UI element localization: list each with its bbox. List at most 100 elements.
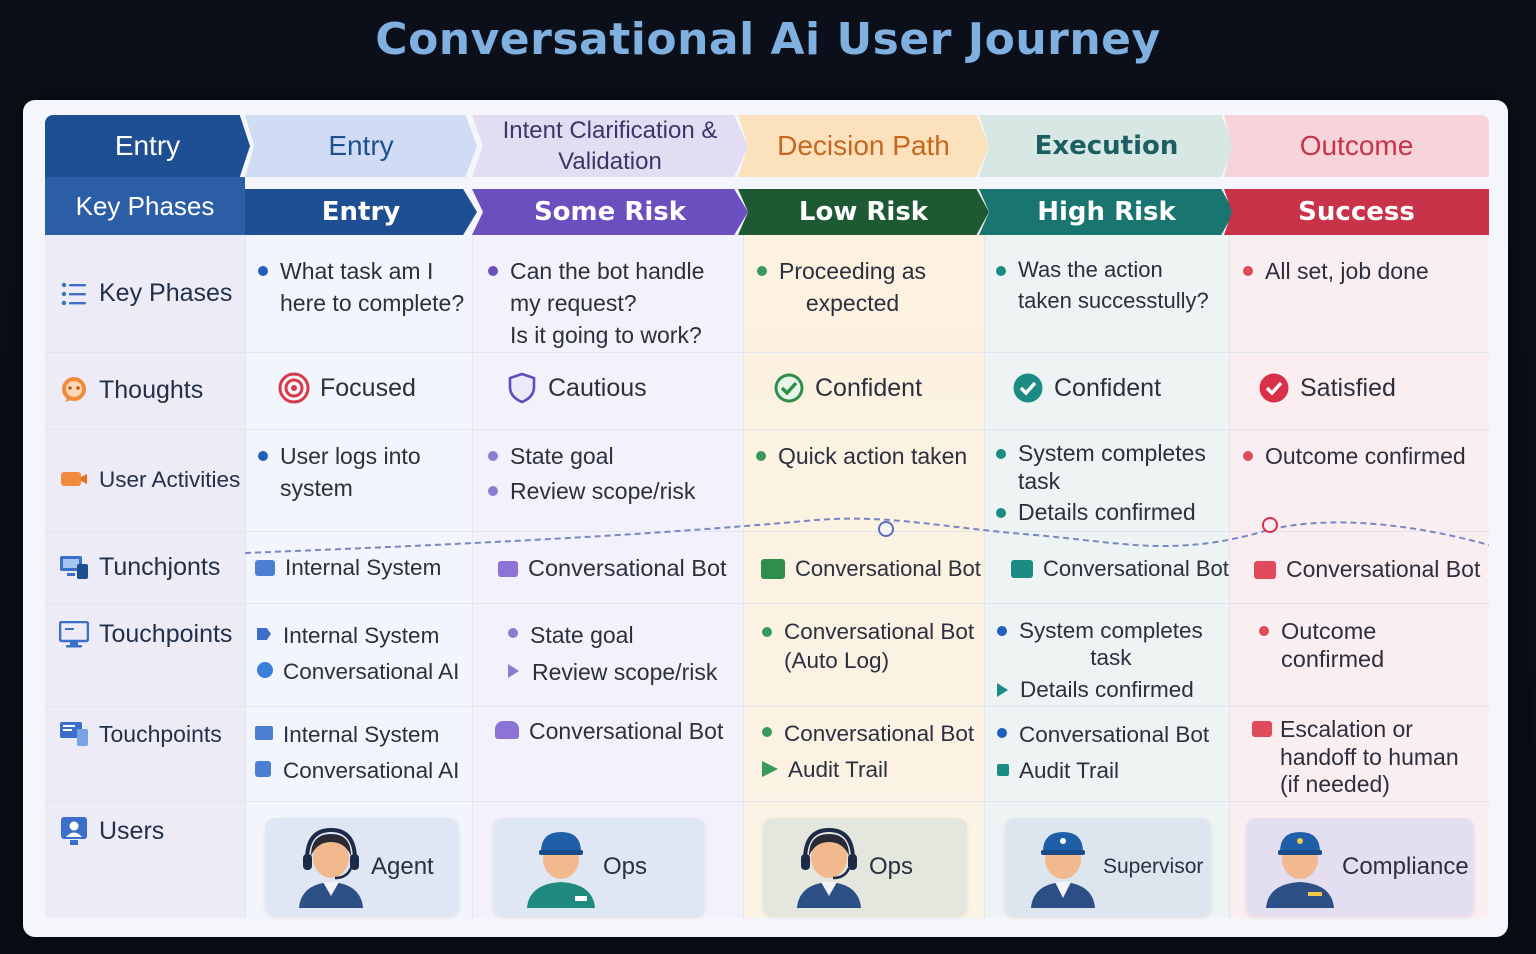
ops-worker-icon [527,832,595,908]
thought-text: Confident [1054,373,1162,402]
thought-confident-decision: Confident [773,372,922,404]
supervisor-icon [1031,832,1095,908]
tunchjont-decision: Conversational Bot [761,556,981,582]
key-phase-text: Is it going to work? [510,322,702,349]
phase-header-key: Key Phases [45,177,245,235]
tunchjont-text: Conversational Bot [1043,556,1229,581]
row-label-text: Thoughts [99,376,204,404]
row-label-text: Key Phases [99,279,233,307]
play-icon [762,761,778,777]
escalation-icon [1252,721,1272,737]
activity-text: Review scope/risk [510,478,696,505]
phase-label: Success [1298,197,1415,227]
compliance-officer-icon [1266,832,1334,908]
touchpoint-text: Conversational Bot [529,718,724,744]
thought-satisfied: Satisfied [1258,372,1396,404]
shield-icon [508,372,536,404]
row-label-text: Users [99,816,165,845]
phase-header-some-risk: Some Risk [472,189,748,235]
row-label-touchpoints-a: Touchpoints [45,603,245,666]
check-circle-icon [1259,373,1289,403]
tunchjont-outcome: Conversational Bot [1254,556,1480,583]
stage-header-entry-dark: Entry [45,115,250,177]
key-phase-entry: What task am I here to complete? [258,255,468,319]
stage-header-intent: Intent Clarification & Validation [472,115,748,177]
check-circle-icon [1013,373,1043,403]
user-card-agent: Agent [265,818,459,916]
touchpoint-text: System completes [1019,618,1203,643]
tunchjont-intent: Conversational Bot [498,555,727,582]
phase-label: Low Risk [798,197,929,227]
devices-icon [59,552,89,582]
touchpoint-text: (Auto Log) [784,648,890,674]
tunchjont-text: Internal System [285,555,442,580]
row-label-key-phases: Key Phases [45,235,245,352]
phase-label: Key Phases [75,190,215,221]
key-phase-outcome: All set, job done [1243,255,1483,287]
touchpoint-text: Internal System [283,623,440,648]
monitor-icon [59,620,89,650]
journey-grid: Entry Entry Intent Clarification & Valid… [45,115,1489,918]
touchpoint-text: Conversational Bot [784,619,975,644]
chat-icon [1254,560,1276,579]
target-icon [278,372,310,404]
touchpoint-b-intent: Conversational Bot [495,715,740,747]
user-monitor-icon [59,816,89,846]
touchpoint-text: confirmed [1281,646,1385,673]
key-phase-text: my request? [510,290,637,317]
row-label-users: Users [45,801,245,861]
thought-text: Satisfied [1300,373,1396,402]
activity-decision: Quick action taken [756,440,984,472]
activity-outcome: Outcome confirmed [1243,440,1485,472]
key-phase-text: Was the action [1018,257,1163,282]
activity-text: State goal [510,443,614,469]
key-phase-text: here to complete? [280,290,465,317]
chat-icon [498,560,518,577]
user-role-text: Compliance [1342,853,1469,880]
stage-label: Intent Clarification & Validation [502,116,718,175]
activity-icon [59,465,89,495]
touchpoint-text: Internal System [283,722,440,747]
monitor-icon [255,726,273,740]
cloud-icon [495,721,519,739]
agent-headset-icon [299,827,363,908]
tunchjont-text: Conversational Bot [528,555,727,581]
key-phase-text: What task am I [280,258,434,284]
tunchjont-text: Conversational Bot [1286,556,1481,582]
activity-intent: State goal Review scope/risk [488,440,738,507]
play-icon [508,663,519,678]
user-card-supervisor: Supervisor [1005,818,1211,916]
column-intent [472,115,743,918]
chat-icon [761,559,785,579]
touchpoint-b-decision: Conversational Bot Audit Trail [762,716,984,788]
touchpoint-text: Audit Trail [788,757,889,782]
thought-text: Confident [815,373,923,402]
row-label-text: Touchpoints [99,720,222,747]
list-icon [59,279,89,309]
thought-confident-execution: Confident [1012,372,1161,404]
row-label-thoughts: Thoughts [45,352,245,429]
tunchjont-text: Conversational Bot [795,556,981,581]
play-icon [997,683,1008,697]
row-label-tunchjonts: Tunchjonts [45,531,245,603]
agent-headset-icon [797,827,861,908]
row-label-text: User Activities [99,467,241,492]
stage-header-execution: Execution [979,115,1234,177]
touchpoint-b-execution: Conversational Bot Audit Trail [997,717,1227,789]
activity-text: Details confirmed [1018,499,1196,526]
check-circle-icon [774,373,804,403]
touchpoint-a-decision: Conversational Bot (Auto Log) [762,617,984,676]
row-label-text: Touchpoints [99,620,233,648]
stage-label: Entry [328,130,394,161]
key-phase-text: Proceeding as [779,258,927,284]
touchpoint-text: Outcome [1281,618,1377,644]
user-card-ops-intent: Ops [493,818,705,916]
touchpoint-b-entry: Internal System Conversational AI [255,717,470,789]
user-card-compliance: Compliance [1246,818,1474,916]
column-entry [245,115,472,918]
thought-text: Focused [320,373,416,402]
